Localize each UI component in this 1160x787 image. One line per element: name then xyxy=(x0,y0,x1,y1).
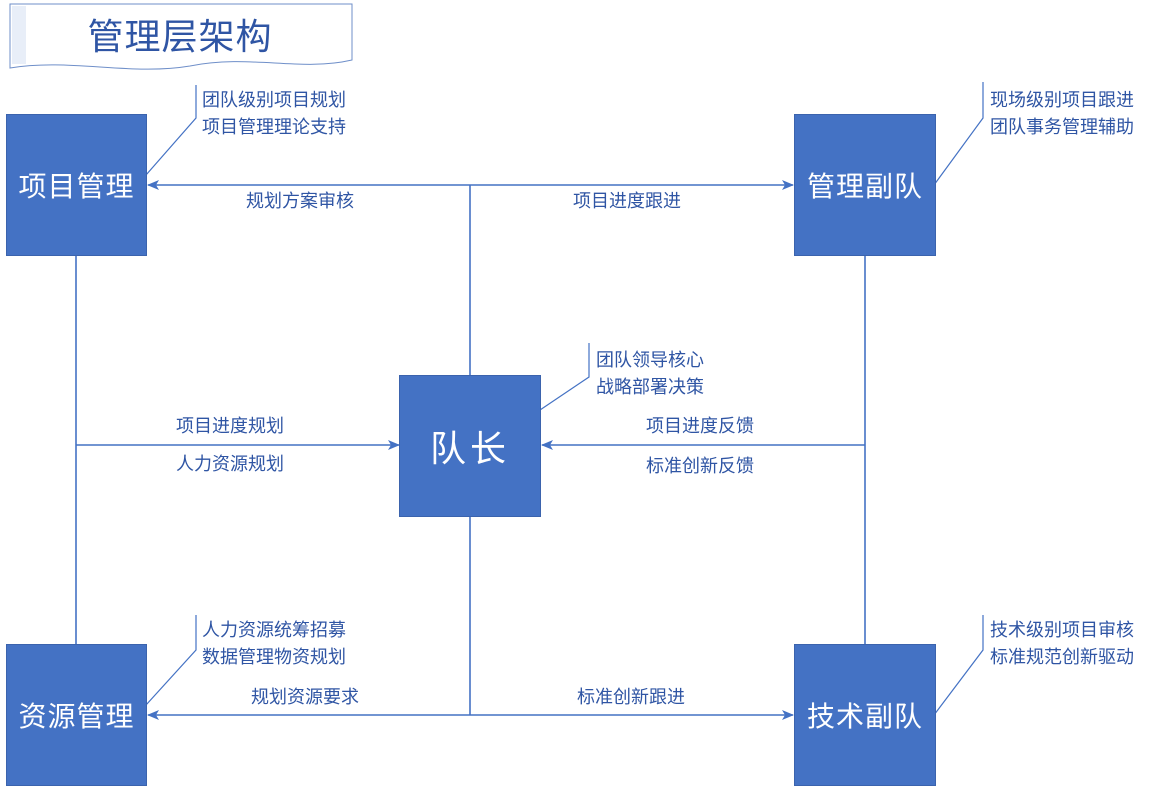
callout-deputy-tech xyxy=(933,615,984,716)
label-resource-request: 规划资源要求 xyxy=(251,687,359,708)
callout-resource xyxy=(145,615,197,706)
box-captain-label: 队长 xyxy=(429,429,510,470)
label-progress-feedback: 项目进度反馈 xyxy=(646,416,754,437)
callout-deputy-mgmt xyxy=(933,82,984,186)
box-deputy-technical: 技术副队 xyxy=(794,644,936,786)
label-innovation-follow: 标准创新跟进 xyxy=(577,687,685,708)
box-captain: 队长 xyxy=(399,375,541,517)
box-deputy-management-label: 管理副队 xyxy=(806,170,923,203)
note-project: 团队级别项目规划 项目管理理论支持 xyxy=(202,87,346,141)
note-deputy-tech-line-1: 技术级别项目审核 xyxy=(990,620,1134,641)
label-progress-follow: 项目进度跟进 xyxy=(573,191,681,212)
callout-project xyxy=(145,85,197,176)
note-captain-line-1: 团队领导核心 xyxy=(596,350,704,371)
note-deputy-mgmt: 现场级别项目跟进 团队事务管理辅助 xyxy=(990,87,1134,141)
note-captain: 团队领导核心 战略部署决策 xyxy=(596,347,704,401)
label-progress-plan: 项目进度规划 xyxy=(176,416,284,437)
note-project-line-2: 项目管理理论支持 xyxy=(202,117,346,138)
note-resource-line-2: 数据管理物资规划 xyxy=(202,647,346,668)
note-deputy-mgmt-line-2: 团队事务管理辅助 xyxy=(990,117,1134,138)
title-banner xyxy=(9,3,353,70)
box-deputy-technical-label: 技术副队 xyxy=(806,700,923,733)
note-resource-line-1: 人力资源统筹招募 xyxy=(202,620,346,641)
box-project-management-label: 项目管理 xyxy=(18,170,135,203)
title-banner-shade xyxy=(12,6,26,64)
label-hr-plan: 人力资源规划 xyxy=(176,454,284,475)
note-project-line-1: 团队级别项目规划 xyxy=(202,90,346,111)
callout-captain xyxy=(539,343,590,411)
box-project-management: 项目管理 xyxy=(6,114,147,256)
box-resource-management-label: 资源管理 xyxy=(18,700,135,733)
note-deputy-mgmt-line-1: 现场级别项目跟进 xyxy=(990,90,1134,111)
page-title: 管理层架构 xyxy=(87,17,273,58)
label-plan-review: 规划方案审核 xyxy=(246,191,354,212)
note-resource: 人力资源统筹招募 数据管理物资规划 xyxy=(202,617,346,671)
box-resource-management: 资源管理 xyxy=(6,644,147,786)
box-deputy-management: 管理副队 xyxy=(794,114,936,256)
note-captain-line-2: 战略部署决策 xyxy=(596,377,704,398)
label-innovation-feedback: 标准创新反馈 xyxy=(646,456,754,477)
note-deputy-tech: 技术级别项目审核 标准规范创新驱动 xyxy=(990,617,1134,671)
note-deputy-tech-line-2: 标准规范创新驱动 xyxy=(990,647,1134,668)
